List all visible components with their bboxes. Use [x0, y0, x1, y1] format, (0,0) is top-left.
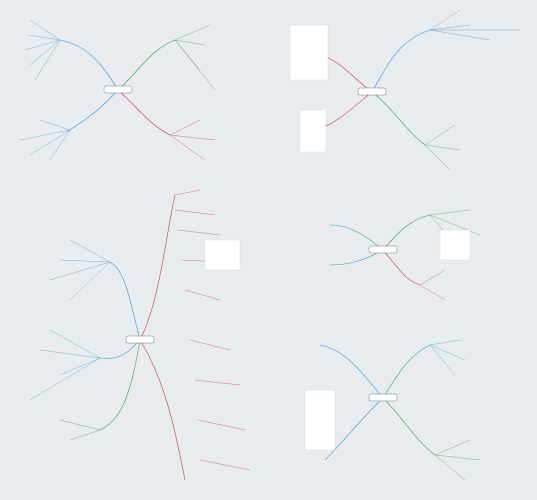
branch-1d — [117, 89, 171, 136]
branch-4b — [382, 249, 421, 286]
branch-5d — [324, 397, 384, 461]
mind-map-3[interactable] — [29, 189, 251, 481]
mind-map-5[interactable] — [304, 339, 481, 481]
branch-2a-leaves — [429, 9, 520, 41]
branch-4b-leaves — [419, 269, 446, 301]
branch-1b-leaves — [19, 119, 71, 161]
mind-map-2[interactable] — [289, 9, 520, 171]
branch-3b-leaves — [29, 329, 101, 401]
branch-5b-leaves — [434, 439, 481, 481]
map-2-embedded-image-1 — [289, 24, 329, 81]
map-4-embedded-image-1 — [439, 229, 471, 261]
branch-5c — [319, 344, 384, 399]
branch-4a — [382, 214, 431, 251]
branch-1d-leaves — [169, 119, 216, 161]
branch-1c-leaves — [174, 24, 216, 91]
branch-2b — [371, 91, 426, 146]
branch-3d — [139, 194, 176, 341]
branch-5a-leaves — [429, 339, 466, 376]
branch-3c — [99, 339, 141, 431]
branch-2b-leaves — [424, 124, 461, 171]
branch-3e-leaves — [189, 339, 251, 471]
map-3-root-node[interactable] — [125, 335, 155, 344]
branch-1c — [117, 39, 176, 91]
branch-1b — [69, 89, 119, 131]
branch-1a — [59, 39, 119, 91]
branch-1a-leaves — [24, 19, 61, 81]
branch-3c-leaves — [59, 419, 101, 441]
map-2-embedded-image-2 — [299, 109, 327, 153]
mind-map-1[interactable] — [19, 19, 216, 161]
branch-3d-leaves — [174, 189, 226, 301]
branch-3e — [139, 339, 186, 481]
branch-2a — [371, 29, 431, 93]
map-1-root-node[interactable] — [103, 85, 133, 94]
branch-3a-leaves — [49, 239, 111, 301]
map-5-root-node[interactable] — [368, 393, 398, 402]
map-4-root-node[interactable] — [368, 245, 398, 254]
branch-3b — [99, 339, 141, 359]
branch-5a — [382, 344, 431, 399]
map-2-root-node[interactable] — [357, 87, 387, 96]
mind-map-4[interactable] — [329, 209, 481, 301]
map-5-embedded-image-1 — [304, 389, 336, 451]
branch-3a — [109, 261, 141, 341]
map-3-embedded-image-1 — [204, 239, 241, 271]
branch-5b — [382, 397, 436, 456]
